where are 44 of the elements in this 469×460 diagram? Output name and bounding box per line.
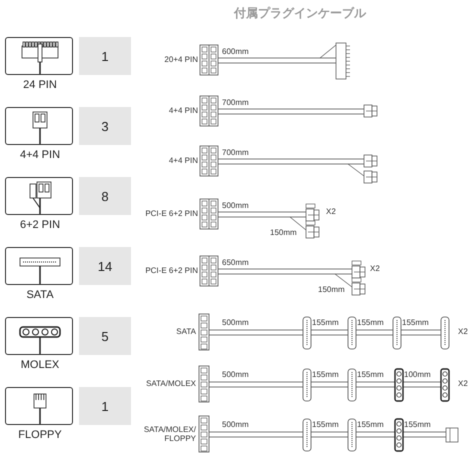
- quantity-label: X2: [326, 207, 336, 216]
- quantity-panel: 1: [79, 37, 131, 75]
- title: 付属プラグインケーブル: [232, 5, 368, 22]
- length-label: 500mm: [222, 318, 249, 327]
- length-label: 150mm: [270, 228, 297, 237]
- quantity-panel: 8: [79, 177, 131, 215]
- quantity-label: X2: [370, 264, 380, 273]
- quantity-panel: 14: [79, 247, 131, 285]
- length-label: 700mm: [222, 148, 249, 157]
- connector-name: 4+4 PIN: [18, 149, 62, 161]
- connector-name: 6+2 PIN: [18, 219, 62, 231]
- connector-name: 24 PIN: [22, 79, 58, 91]
- length-label: 155mm: [312, 318, 339, 327]
- connector-name: MOLEX: [20, 359, 60, 371]
- length-label: 155mm: [312, 370, 339, 379]
- quantity-panel: 5: [79, 317, 131, 355]
- length-label: 150mm: [318, 285, 345, 294]
- quantity-panel: 1: [79, 387, 131, 425]
- connector-label: 20+4 PIN: [164, 55, 198, 64]
- length-label: 155mm: [357, 370, 384, 379]
- connector-name: FLOPPY: [17, 429, 63, 441]
- quantity-label: X2: [458, 379, 468, 388]
- quantity-label: X2: [458, 327, 468, 336]
- connector-label: PCI-E 6+2 PIN: [145, 266, 198, 275]
- connector-label: SATA: [176, 327, 196, 336]
- length-label: 500mm: [222, 370, 249, 379]
- length-label: 500mm: [222, 201, 249, 210]
- length-label: 155mm: [357, 318, 384, 327]
- connector-name: SATA: [25, 289, 55, 301]
- length-label: 650mm: [222, 258, 249, 267]
- length-label: 155mm: [357, 420, 384, 429]
- length-label: 155mm: [312, 420, 339, 429]
- connector-label: SATA/MOLEX/ FLOPPY: [142, 425, 196, 443]
- connector-label: 4+4 PIN: [168, 106, 198, 115]
- connector-label: SATA/MOLEX: [146, 379, 196, 388]
- connector-label: 4+4 PIN: [168, 156, 198, 165]
- length-label: 500mm: [222, 420, 249, 429]
- length-label: 155mm: [402, 318, 429, 327]
- quantity-panel: 3: [79, 107, 131, 145]
- length-label: 600mm: [222, 47, 249, 56]
- length-label: 700mm: [222, 98, 249, 107]
- length-label: 100mm: [404, 370, 431, 379]
- length-label: 155mm: [404, 420, 431, 429]
- connector-label: PCI-E 6+2 PIN: [145, 209, 198, 218]
